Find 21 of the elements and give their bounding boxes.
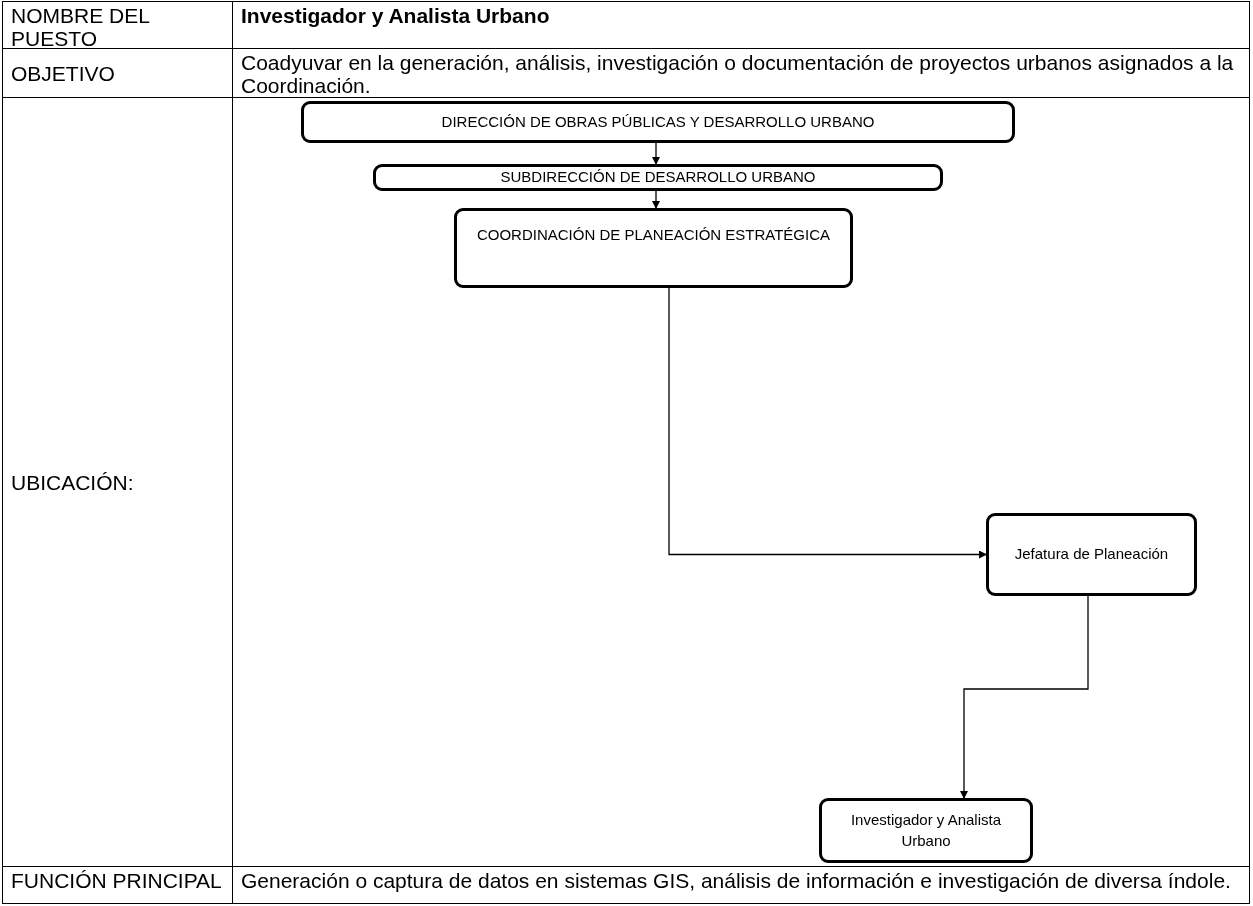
cell-text: Investigador y Analista Urbano bbox=[241, 3, 550, 27]
row-heading: FUNCIÓN PRINCIPAL bbox=[11, 868, 222, 892]
org-box bbox=[301, 101, 1015, 143]
org-box bbox=[986, 513, 1197, 596]
org-box bbox=[454, 208, 853, 288]
arrow bbox=[652, 190, 660, 209]
org-box bbox=[819, 798, 1033, 863]
box-label: DIRECCIÓN DE OBRAS PÚBLICAS Y DESARROLLO URBANO bbox=[441, 111, 875, 132]
arrow bbox=[960, 595, 1089, 799]
org-box bbox=[373, 164, 943, 191]
row-heading: UBICACIÓN: bbox=[11, 470, 134, 494]
box-label: Jefatura de Planeación bbox=[1014, 544, 1169, 565]
arrow bbox=[668, 287, 987, 559]
box-label: Investigador y Analista Urbano bbox=[849, 810, 1003, 851]
arrow bbox=[652, 142, 660, 165]
row-heading: OBJETIVO bbox=[11, 61, 115, 85]
box-label: SUBDIRECCIÓN DE DESARROLLO URBANO bbox=[500, 167, 816, 188]
cell-text: Coadyuvar en la generación, análisis, investigación o documentación de proyectos urbanos asignados a la Coordinación. bbox=[241, 50, 1235, 97]
cell-text: Generación o captura de datos en sistemas GIS, análisis de información e investigación de diversa índole. bbox=[241, 868, 1231, 892]
box-label: COORDINACIÓN DE PLANEACIÓN ESTRATÉGICA bbox=[476, 225, 831, 245]
row-heading: NOMBRE DEL PUESTO bbox=[11, 3, 151, 50]
